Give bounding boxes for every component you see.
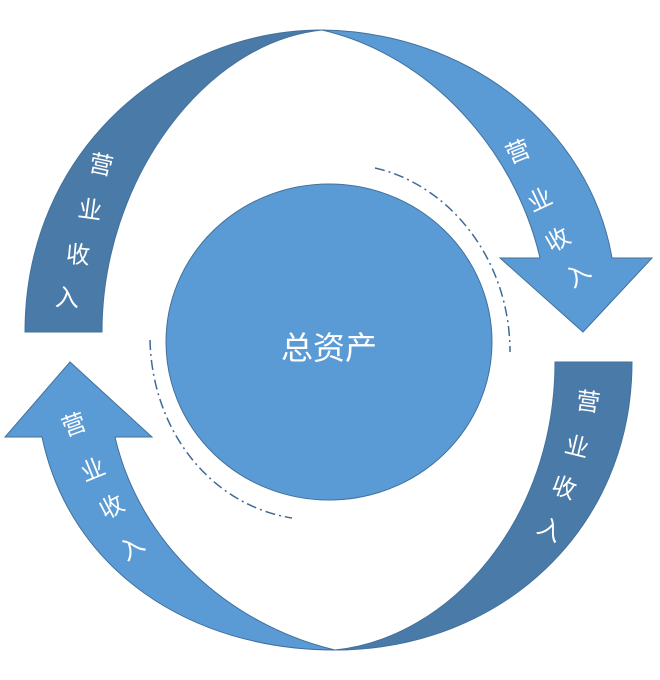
total-assets-label: 总资产 xyxy=(281,329,377,367)
arrow-bottom-left xyxy=(3,361,336,651)
total-assets-circle xyxy=(165,183,493,501)
label-char: 营 xyxy=(86,149,115,181)
arrow-top-right xyxy=(321,29,654,333)
dashed-arc-upper-right xyxy=(374,167,511,353)
arrow-band-bottom-right xyxy=(334,361,633,651)
label-char: 营 xyxy=(574,386,602,417)
dashed-arc-lower-left xyxy=(149,339,293,519)
label-char: 收 xyxy=(65,240,91,270)
label-char: 入 xyxy=(54,283,79,312)
label-char: 业 xyxy=(76,194,104,225)
